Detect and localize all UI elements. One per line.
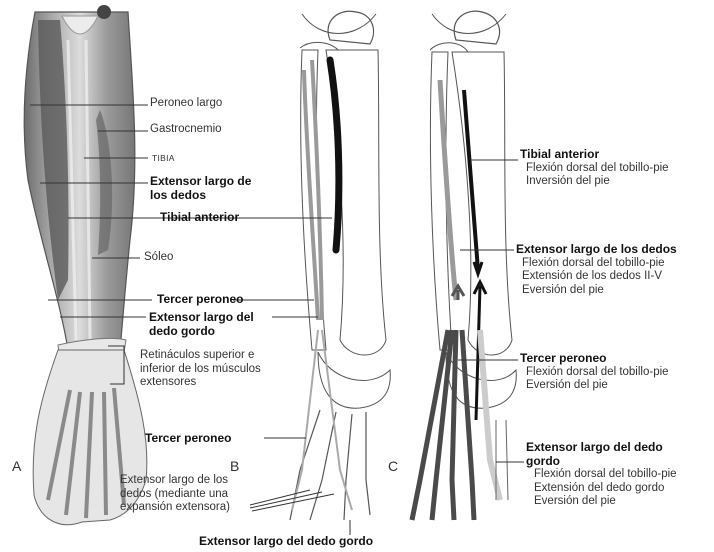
label-peroneo-largo: Peroneo largo: [150, 97, 222, 109]
label-group-extensor-largo-dedo-gordo: Extensor largo del dedo gordo Flexión do…: [526, 441, 677, 509]
panel-letter-c: C: [388, 458, 398, 474]
panel-letter-a: A: [12, 458, 21, 474]
label-extensor-largo-dedos-a: Extensor largo de los dedos: [150, 175, 251, 202]
label-retinaculos: Retináculos superior e inferior de los m…: [140, 349, 261, 390]
label-tibial-anterior-a: Tibial anterior: [160, 210, 239, 224]
label-group-extensor-largo-dedos: Extensor largo de los dedos Flexión dors…: [516, 243, 677, 297]
label-extensor-largo-dedo-gordo-a: Extensor largo del dedo gordo: [149, 311, 254, 338]
label-group-tibial-anterior: Tibial anterior Flexión dorsal del tobil…: [520, 148, 669, 189]
label-extensor-largo-dedo-gordo-c-2: gordo: [526, 455, 677, 469]
bone-illustration-b: [290, 11, 390, 520]
bone-illustration-c: [412, 11, 516, 520]
label-extensor-dedos-expansion: Extensor largo de los dedos (mediante un…: [120, 474, 230, 515]
label-tercer-peroneo-b: Tercer peroneo: [145, 431, 231, 445]
label-extensor-largo-dedo-gordo-c-1: Extensor largo del dedo: [526, 441, 677, 455]
label-extensor-dedo-gordo-b: Extensor largo del dedo gordo: [199, 534, 373, 548]
label-soleo: Sóleo: [144, 251, 173, 263]
label-gastrocnemio: Gastrocnemio: [150, 123, 222, 135]
leg-muscle-illustration: [24, 5, 147, 525]
label-extensor-largo-dedos-c: Extensor largo de los dedos: [516, 243, 677, 257]
label-tibial-anterior-c: Tibial anterior: [520, 148, 669, 162]
panel-letter-b: B: [230, 458, 239, 474]
label-tercer-peroneo-c: Tercer peroneo: [520, 352, 669, 366]
label-group-tercer-peroneo: Tercer peroneo Flexión dorsal del tobill…: [520, 352, 669, 393]
label-tibia: TIBIA: [152, 153, 175, 163]
label-tercer-peroneo-a: Tercer peroneo: [157, 292, 243, 306]
